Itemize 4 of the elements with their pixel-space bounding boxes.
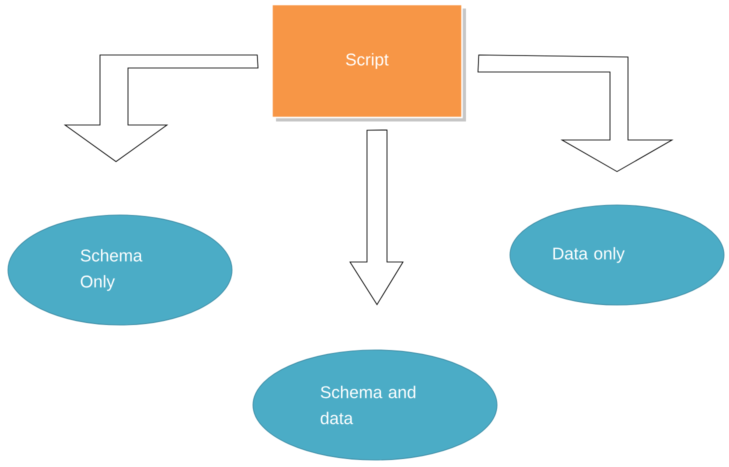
block-arrow xyxy=(349,130,404,306)
script-box: Script xyxy=(271,4,466,122)
block-arrow xyxy=(478,54,674,172)
block-arrow xyxy=(64,54,258,162)
